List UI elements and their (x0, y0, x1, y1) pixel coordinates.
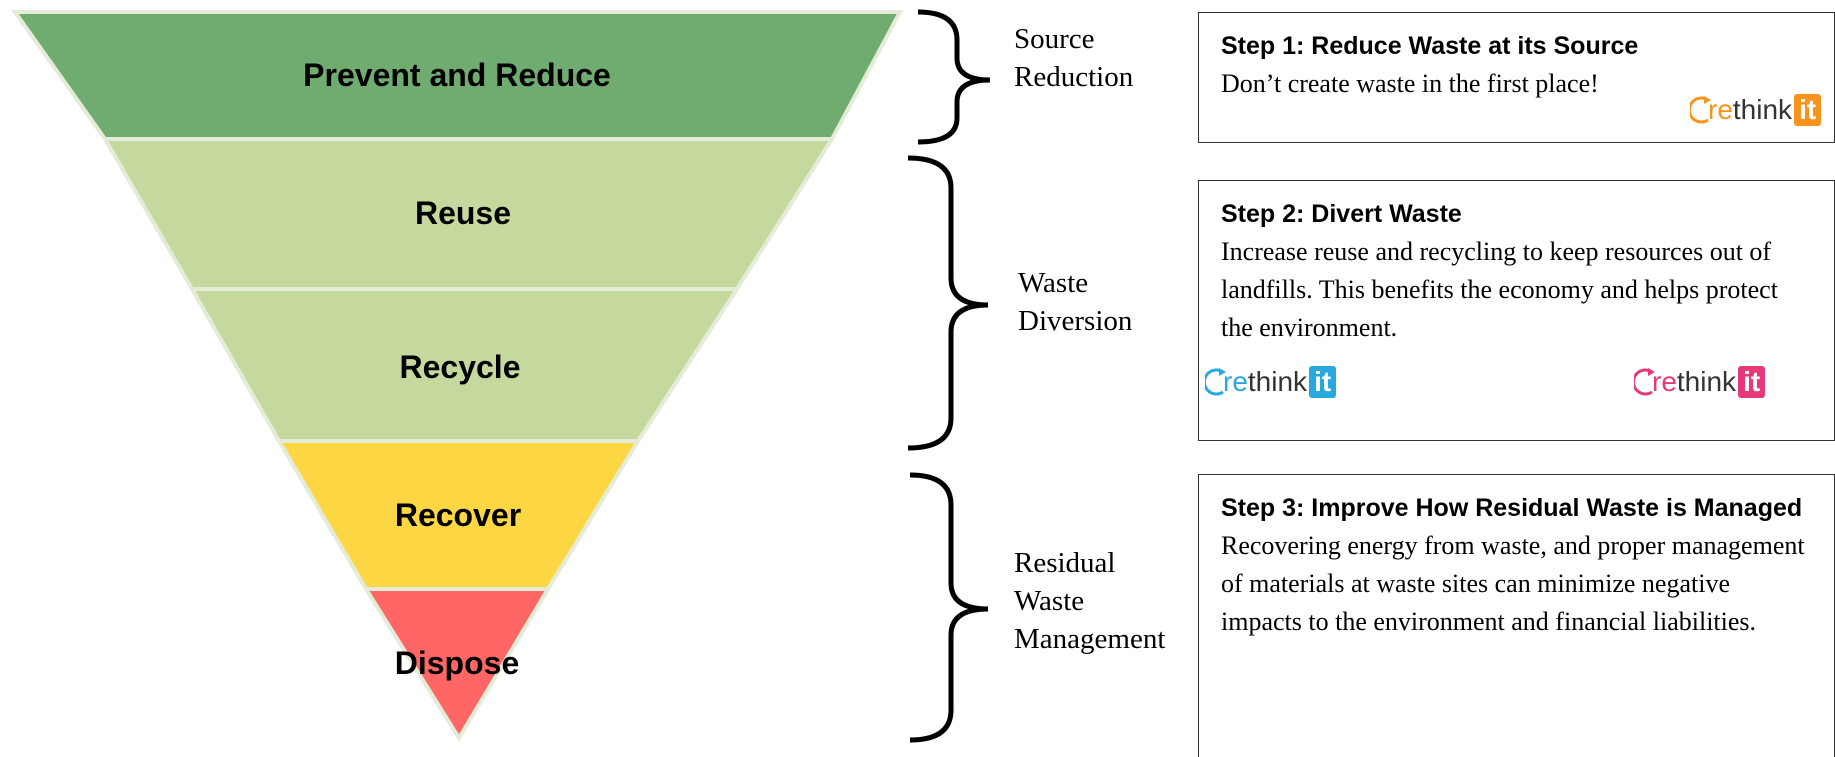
recycle-arrows-icon (1205, 368, 1226, 396)
rethink-it-logo-pink: re think it (1634, 366, 1766, 398)
group-label-line: Management (1014, 623, 1166, 655)
step-3-title: Step 3: Improve How Residual Waste is Ma… (1221, 494, 1803, 522)
tier-label-prevent-reduce: Prevent and Reduce (303, 57, 611, 93)
logo-re-text: re (1223, 366, 1248, 397)
step-3-body: Recovering energy from waste, and proper… (1221, 531, 1805, 636)
logo-it-badge: it (1794, 94, 1822, 126)
logo-think-text: think (1676, 366, 1737, 397)
rethink-it-logo-blue: re think it (1205, 366, 1337, 398)
group-label-line: Source (1014, 23, 1095, 55)
step-2-box: Step 2: Divert Waste Increase reuse and … (1198, 180, 1835, 441)
logo-re-text: re (1652, 366, 1677, 397)
brace-source-reduction (917, 9, 991, 145)
group-label-residual-management: Residual Waste Management (1014, 544, 1165, 658)
group-label-line: Waste (1018, 267, 1089, 299)
step-3-box: Step 3: Improve How Residual Waste is Ma… (1198, 474, 1835, 757)
rethink-it-logo-orange: re think it (1690, 94, 1822, 126)
group-label-line: Residual (1014, 547, 1116, 579)
tier-label-recover: Recover (395, 497, 521, 533)
brace-residual-management (909, 472, 989, 743)
step-2-body: Increase reuse and recycling to keep res… (1221, 237, 1778, 342)
step-1-title: Step 1: Reduce Waste at its Source (1221, 32, 1639, 60)
group-label-line: Reduction (1014, 61, 1134, 93)
step-2-title: Step 2: Divert Waste (1221, 200, 1462, 228)
logo-think-text: think (1732, 94, 1793, 125)
recycle-arrows-icon (1690, 96, 1711, 124)
logo-it-badge: it (1309, 366, 1337, 398)
step-1-body: Don’t create waste in the first place! (1221, 69, 1599, 98)
group-label-line: Waste (1014, 585, 1085, 617)
step-1-box: Step 1: Reduce Waste at its Source Don’t… (1198, 12, 1835, 143)
tier-label-recycle: Recycle (400, 349, 521, 385)
group-label-source-reduction: Source Reduction (1014, 20, 1133, 96)
group-label-line: Diversion (1018, 305, 1133, 337)
logo-it-badge: it (1738, 366, 1766, 398)
tier-dispose (362, 587, 552, 742)
logo-re-text: re (1708, 94, 1733, 125)
logo-think-text: think (1247, 366, 1308, 397)
recycle-arrows-icon (1634, 368, 1655, 396)
group-label-waste-diversion: Waste Diversion (1018, 264, 1132, 340)
tier-label-reuse: Reuse (415, 195, 511, 231)
tier-label-dispose: Dispose (395, 645, 519, 681)
brace-waste-diversion (907, 155, 989, 451)
